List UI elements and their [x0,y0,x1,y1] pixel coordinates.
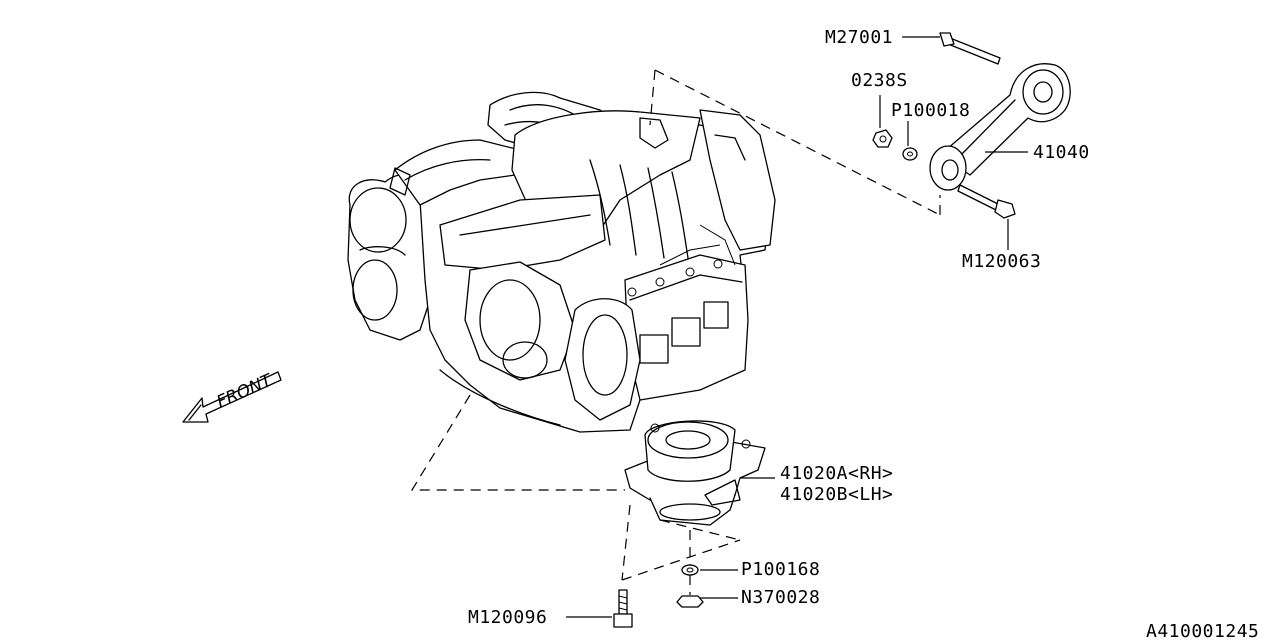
pitching-stopper-part [929,63,1071,191]
callout-pitching-stopper: 41040 [1033,142,1090,163]
callout-bolt-stopper: M120063 [962,251,1041,272]
dashed-guide-lines [410,69,941,595]
callout-mount-rh: 41020A<RH> [780,463,893,484]
callout-mount-lh: 41020B<LH> [780,484,893,505]
leader-lines [566,36,1028,618]
lower-nut [676,595,704,608]
upper-nut [872,129,893,148]
front-arrow: FRONT [182,370,282,423]
upper-washer [902,147,918,161]
engine-mount-part [624,420,766,526]
lower-washer [681,564,699,576]
callout-bolt-upper: M27001 [825,27,893,48]
diagram-id: A410001245 [1146,621,1259,640]
lower-bolt [613,589,633,628]
stopper-bolt [957,184,1016,219]
callout-nut-lower: N370028 [741,587,820,608]
callout-labels: M27001 0238S P100018 41040 M120063 41020… [468,27,1259,640]
callout-bolt-lower: M120096 [468,607,547,628]
engine-illustration [347,91,776,433]
upper-bolt [939,32,1001,65]
callout-washer-lower: P100168 [741,559,820,580]
callout-washer-upper: P100018 [891,100,970,121]
callout-nut-upper: 0238S [851,70,908,91]
front-label: FRONT [214,370,277,413]
